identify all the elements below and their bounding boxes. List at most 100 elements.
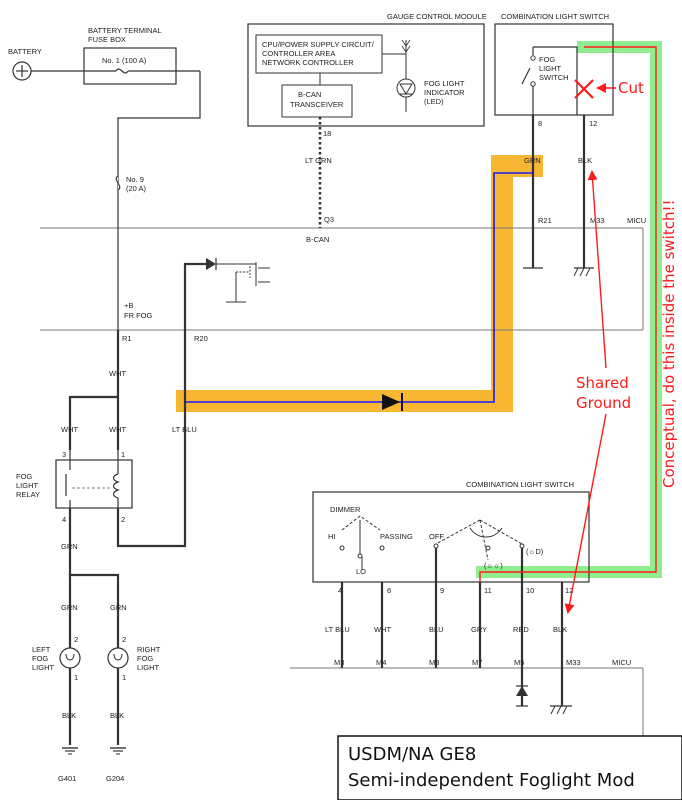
- cpu-label-3: NETWORK CONTROLLER: [262, 58, 354, 67]
- grn-left-label: GRN: [61, 603, 78, 612]
- relay-pin2: 2: [121, 515, 125, 524]
- q3-label: Q3: [324, 215, 334, 224]
- off-label: OFF: [429, 532, 444, 541]
- fog-switch-label-2: LIGHT: [539, 64, 562, 73]
- bcan-tx-label-1: B-CAN: [298, 90, 321, 99]
- left-fog-label-1: LEFT: [32, 645, 51, 654]
- wht-right-label: WHT: [109, 425, 126, 434]
- top-combination-switch-box: [494, 23, 614, 116]
- grn-right-label: GRN: [110, 603, 127, 612]
- ground-symbol-top: [573, 267, 594, 277]
- battery-label: BATTERY: [8, 47, 42, 56]
- orange-highlight: [176, 155, 543, 412]
- bottom-pin12: 12: [565, 586, 573, 595]
- relay-label-1: FOG: [16, 472, 32, 481]
- gcm-label: GAUGE CONTROL MODULE: [387, 12, 487, 21]
- shared-ground-arrow-down: [564, 413, 607, 614]
- shared-ground-label-1: Shared: [576, 374, 629, 392]
- relay-pin3: 3: [62, 450, 66, 459]
- right-fog-pin2: 2: [122, 635, 126, 644]
- pin18-label: 18: [323, 129, 331, 138]
- micu-transistor-icon: [226, 262, 270, 303]
- headlight-switch-icon: [433, 519, 525, 561]
- right-fog-light-icon: [107, 647, 129, 669]
- pin12-label: 12: [589, 119, 597, 128]
- left-fog-pin2: 2: [74, 635, 78, 644]
- top-blk-label: BLK: [578, 156, 592, 165]
- wht-left-label: WHT: [61, 425, 78, 434]
- fuse1-label: No. 1 (100 A): [102, 56, 147, 65]
- pin8-label: 8: [538, 119, 542, 128]
- hi-label: HI: [328, 532, 336, 541]
- fog-switch-label-1: FOG: [539, 55, 555, 64]
- micu-bottom-diode-icon: [516, 685, 528, 696]
- bottom-red-label: RED: [513, 625, 529, 634]
- title-line-2: Semi-independent Foglight Mod: [348, 770, 635, 791]
- fr-fog-label: FR FOG: [124, 311, 152, 320]
- micu-top-label: MICU: [627, 216, 646, 225]
- right-blk-label: BLK: [110, 711, 124, 720]
- left-blk-label: BLK: [62, 711, 76, 720]
- left-fog-label-3: LIGHT: [32, 663, 55, 672]
- bottom-blk-label: BLK: [553, 625, 567, 634]
- bottom-lt-blu-label: LT BLU: [325, 625, 350, 634]
- cut-mark-icon: [574, 79, 594, 99]
- grn-relay-label: GRN: [61, 542, 78, 551]
- bcan-tx-label-2: TRANSCEIVER: [290, 100, 344, 109]
- fuse9-label-a: No. 9: [126, 175, 144, 184]
- wht-main-label: WHT: [109, 369, 126, 378]
- g401-label: G401: [58, 774, 76, 783]
- relay-label-2: LIGHT: [16, 481, 39, 490]
- shared-ground-label-2: Ground: [576, 394, 631, 412]
- relay-pin4: 4: [62, 515, 66, 524]
- title-line-1: USDM/NA GE8: [348, 744, 476, 765]
- relay-coil-icon: [112, 450, 120, 508]
- battery-fuse-box-label-1: BATTERY TERMINAL: [88, 26, 162, 35]
- shared-ground-arrow-up: [587, 170, 607, 369]
- bottom-pin9: 9: [440, 586, 444, 595]
- right-fog-label-3: LIGHT: [137, 663, 160, 672]
- m4-label: M4: [376, 658, 386, 667]
- relay-contact-icon: [65, 450, 112, 530]
- relay-pin1: 1: [121, 450, 125, 459]
- right-fog-label-2: FOG: [137, 654, 153, 663]
- g204-label: G204: [106, 774, 124, 783]
- m33-bottom-label: M33: [566, 658, 581, 667]
- ground-g204-icon: [110, 747, 126, 755]
- cpu-label-1: CPU/POWER SUPPLY CIRCUIT/: [262, 40, 375, 49]
- bottom-pin10: 10: [526, 586, 534, 595]
- m8-label: M8: [429, 658, 439, 667]
- left-fog-pin1: 1: [74, 673, 78, 682]
- bottom-combination-switch-box: [312, 491, 590, 583]
- left-fog-light-icon: [59, 647, 81, 669]
- fuse9-symbol: [115, 175, 121, 191]
- gauge-control-module-box: [247, 23, 485, 127]
- left-fog-label-2: FOG: [32, 654, 48, 663]
- lt-grn-label: LT GRN: [305, 156, 332, 165]
- conceptual-note: Conceptual, do this inside the switch!!: [660, 199, 678, 488]
- dimmer-label: DIMMER: [330, 505, 361, 514]
- red-conceptual-wire: [479, 46, 657, 582]
- bottom-cls-label: COMBINATION LIGHT SWITCH: [466, 480, 574, 489]
- top-grn-label: GRN: [524, 156, 541, 165]
- fog-light-relay-box: [55, 459, 133, 509]
- r21-label: R21: [538, 216, 552, 225]
- pos-a-label: (☼☼): [484, 561, 503, 570]
- micu-diode-icon: [206, 258, 256, 270]
- fog-indicator-label-3: (LED): [424, 97, 444, 106]
- fuse9-label-b: (20 A): [126, 184, 147, 193]
- pos-b-label: (☼D): [526, 547, 544, 556]
- ground-symbol-bottom: [550, 705, 572, 715]
- added-diode-icon: [382, 393, 403, 411]
- r1-label: R1: [122, 334, 132, 343]
- passing-label: PASSING: [380, 532, 413, 541]
- lo-label: LO: [356, 567, 366, 576]
- dimmer-switch-icon: [339, 515, 385, 559]
- top-cls-label: COMBINATION LIGHT SWITCH: [501, 12, 609, 21]
- bottom-pin4: 4: [338, 586, 342, 595]
- fuse1-symbol: [84, 68, 200, 74]
- m5-label: M5: [514, 658, 524, 667]
- bottom-wht-label: WHT: [374, 625, 391, 634]
